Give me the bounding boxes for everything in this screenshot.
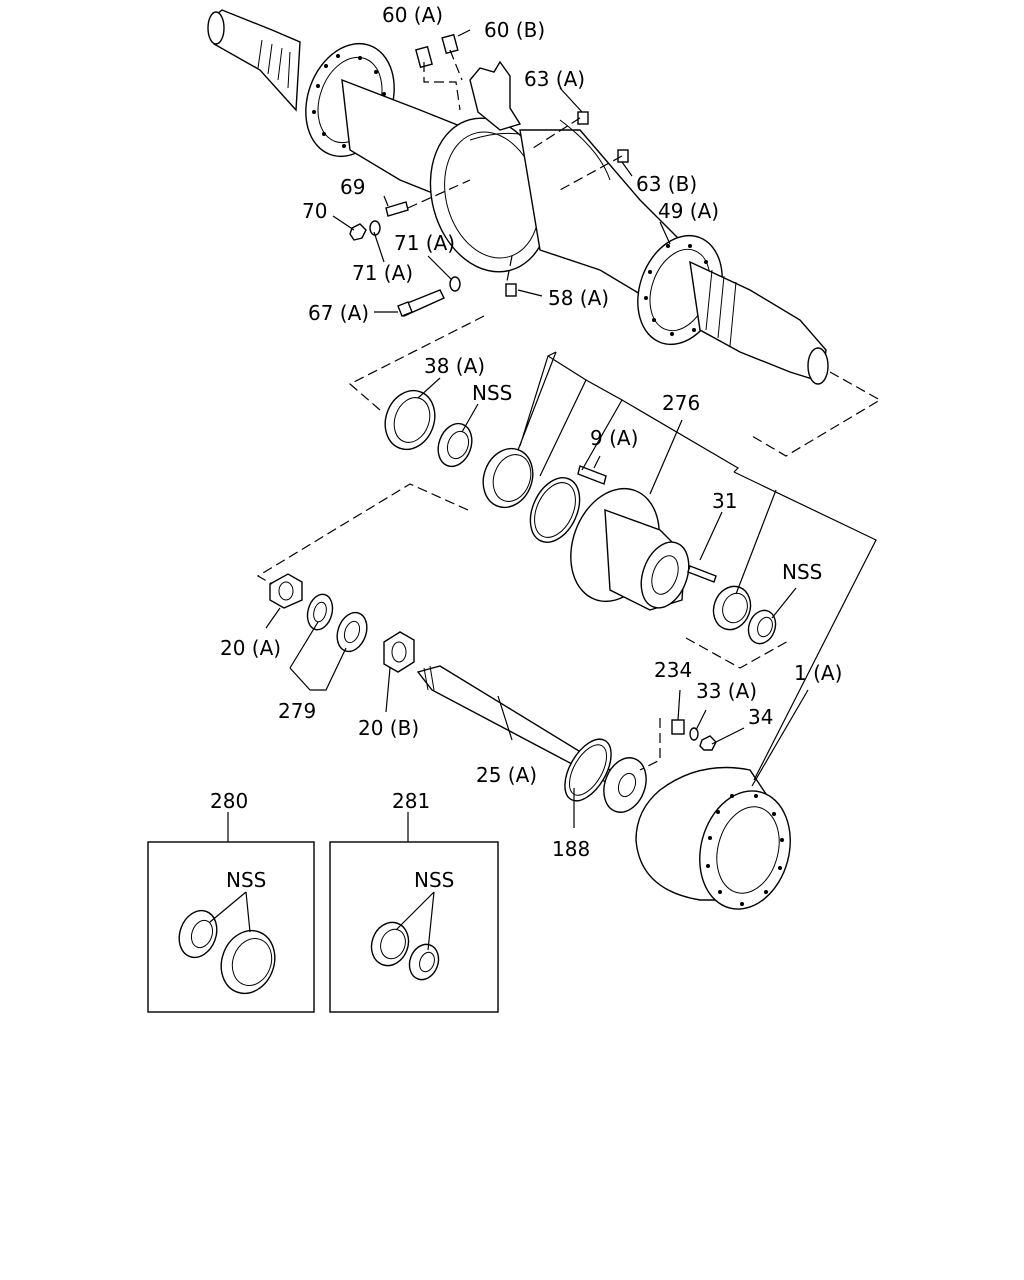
label-71a-lower: 71 (A) bbox=[352, 261, 413, 285]
label-71a-upper: 71 (A) bbox=[394, 231, 455, 255]
label-63b: 63 (B) bbox=[636, 172, 697, 196]
label-20a: 20 (A) bbox=[220, 636, 281, 660]
label-38a: 38 (A) bbox=[424, 354, 485, 378]
leader-lines bbox=[256, 29, 882, 828]
small-hardware-top bbox=[349, 33, 629, 317]
label-nss-upper: NSS bbox=[472, 381, 512, 405]
label-20b: 20 (B) bbox=[358, 716, 419, 740]
part-labels: 60 (A) 60 (B) 63 (A) 63 (B) 69 70 71 (A)… bbox=[210, 3, 842, 892]
label-1a: 1 (A) bbox=[794, 661, 842, 685]
label-nss-box-280: NSS bbox=[226, 868, 266, 892]
label-34: 34 bbox=[748, 705, 773, 729]
label-188: 188 bbox=[552, 837, 590, 861]
label-234: 234 bbox=[654, 658, 692, 682]
label-276: 276 bbox=[662, 391, 700, 415]
label-25a: 25 (A) bbox=[476, 763, 537, 787]
label-60b: 60 (B) bbox=[484, 18, 545, 42]
label-9a: 9 (A) bbox=[590, 426, 638, 450]
label-nss-right: NSS bbox=[782, 560, 822, 584]
label-31: 31 bbox=[712, 489, 737, 513]
kit-box-280 bbox=[147, 812, 315, 1013]
brake-drum bbox=[635, 766, 791, 910]
label-33a: 33 (A) bbox=[696, 679, 757, 703]
label-70: 70 bbox=[302, 199, 327, 223]
kit-box-281 bbox=[329, 812, 499, 1013]
label-281: 281 bbox=[392, 789, 430, 813]
label-280: 280 bbox=[210, 789, 248, 813]
label-279: 279 bbox=[278, 699, 316, 723]
axle-housing bbox=[207, 9, 829, 385]
shaft-and-fasteners bbox=[269, 573, 717, 813]
label-nss-box-281: NSS bbox=[414, 868, 454, 892]
label-60a: 60 (A) bbox=[382, 3, 443, 27]
label-49a: 49 (A) bbox=[658, 199, 719, 223]
label-67a: 67 (A) bbox=[308, 301, 369, 325]
label-63a: 63 (A) bbox=[524, 67, 585, 91]
hub-assembly-parts bbox=[384, 389, 777, 645]
label-69: 69 bbox=[340, 175, 365, 199]
label-58a: 58 (A) bbox=[548, 286, 609, 310]
